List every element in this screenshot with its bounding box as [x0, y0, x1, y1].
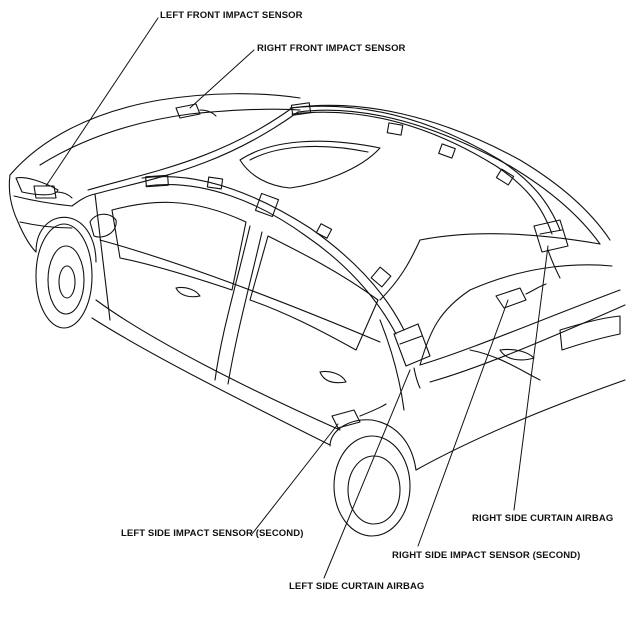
label-right-front-impact-sensor: RIGHT FRONT IMPACT SENSOR — [257, 43, 406, 54]
label-right-side-curtain-airbag: RIGHT SIDE CURTAIN AIRBAG — [472, 513, 614, 524]
car-body-outline — [8, 93, 626, 537]
curtain-airbag-rails — [141, 102, 569, 389]
right-front-impact-sensor-shape — [175, 103, 201, 119]
label-right-side-impact-sensor-second: RIGHT SIDE IMPACT SENSOR (SECOND) — [392, 550, 581, 561]
label-left-side-curtain-airbag: LEFT SIDE CURTAIN AIRBAG — [289, 581, 425, 592]
label-left-front-impact-sensor: LEFT FRONT IMPACT SENSOR — [160, 10, 303, 21]
label-left-side-impact-sensor-second: LEFT SIDE IMPACT SENSOR (SECOND) — [121, 528, 304, 539]
right-side-impact-sensor-shape — [495, 287, 527, 309]
left-side-impact-sensor-shape — [331, 409, 361, 429]
impact-sensors — [33, 103, 547, 429]
roof-outline — [239, 104, 613, 366]
left-front-impact-sensor-shape — [33, 185, 57, 199]
leader-lines — [45, 17, 549, 579]
